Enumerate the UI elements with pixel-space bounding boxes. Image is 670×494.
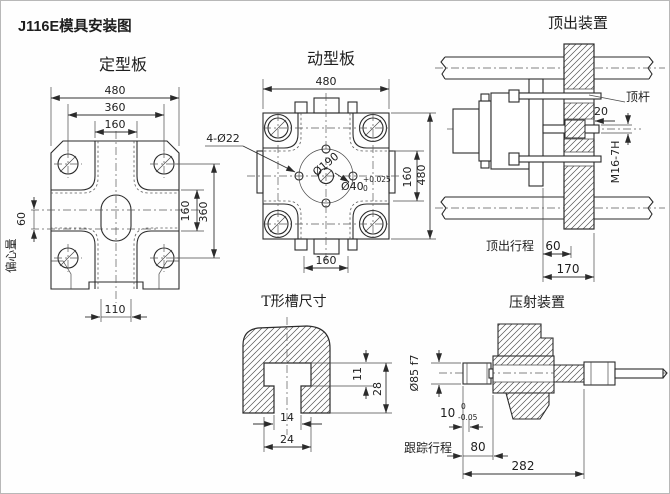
moving-plate-tslot-channels — [263, 113, 389, 239]
dim-160-bottom-moving: 160 — [316, 254, 337, 267]
fit-tolerance-upper: 0 — [461, 402, 466, 411]
t-slot-block — [242, 325, 331, 414]
fixed-plate-dimensions: 480 360 160 160 360 60 偏心量 110 — [4, 84, 220, 322]
plunger-diameter-label: Ø85 f7 — [408, 354, 421, 391]
dim-28-depth: 28 — [371, 382, 384, 396]
moving-plate-dimensions: 480 160 480 160 — [262, 75, 436, 273]
dim-110-bottom: 110 — [105, 303, 126, 316]
dim-160-top: 160 — [105, 118, 126, 131]
dim-10-fit: 10 — [440, 406, 455, 420]
t-slot-dimensions: 11 28 14 24 — [253, 350, 392, 452]
dim-60-stroke: 60 — [545, 239, 560, 253]
holes-4xd22-label: 4-Ø22 — [206, 132, 240, 145]
dim-80-stroke: 80 — [470, 440, 485, 454]
tracking-stroke-label: 跟踪行程 — [404, 440, 452, 455]
fixed-plate-view: 定型板 — [4, 55, 220, 322]
injection-assembly — [462, 323, 668, 420]
dim-160-right: 160 — [179, 201, 192, 222]
ejector-cylinder-assembly — [452, 78, 602, 187]
dim-11-lip: 11 — [351, 367, 364, 381]
bore-tolerance-lower: 0 — [363, 184, 368, 193]
dim-480-top-moving: 480 — [316, 75, 337, 88]
fit-tolerance-lower: -0.05 — [458, 413, 478, 422]
dim-160-right-moving: 160 — [401, 167, 414, 188]
moving-plate-bolt-circle — [294, 144, 358, 208]
page-title: J116E模具安装图 — [18, 17, 132, 35]
injection-dimensions: Ø85 f7 10 0 -0.05 跟踪行程 80 282 — [404, 350, 585, 479]
dim-14-neck: 14 — [280, 411, 294, 424]
dim-360-top: 360 — [105, 101, 126, 114]
dim-170: 170 — [557, 262, 580, 276]
bore-d40-label: Ø40 — [341, 180, 364, 193]
injection-title: 压射装置 — [509, 295, 565, 311]
ejection-stroke-label: 顶出行程 — [486, 238, 534, 253]
fixed-plate-centerlines — [31, 131, 199, 303]
dim-480-right-moving: 480 — [415, 165, 428, 186]
dim-60-eccentric: 60 — [15, 212, 28, 226]
ejector-tie-bars — [435, 56, 665, 220]
dim-480-top: 480 — [105, 84, 126, 97]
ejector-labels-dims: 顶杆 20 M16-7H 顶出行程 60 170 — [486, 90, 650, 282]
fixed-plate-title: 定型板 — [99, 55, 147, 74]
dim-360-right: 360 — [197, 202, 210, 223]
injection-view: 压射装置 Ø85 f7 10 0 -0.05 — [404, 295, 668, 479]
fixed-plate-tslot-channels — [51, 141, 179, 289]
moving-plate-centerlines — [247, 93, 405, 261]
moving-plate-view: 动型板 — [205, 49, 436, 273]
thread-m16-label: M16-7H — [609, 141, 622, 184]
fixed-plate-bottom-notches — [51, 260, 179, 289]
t-slot-view: T形槽尺寸 11 28 14 24 — [242, 294, 392, 452]
dim-20-protrusion: 20 — [594, 105, 608, 118]
fixed-plate-outline — [50, 140, 180, 290]
dim-24-width: 24 — [280, 433, 294, 446]
ejector-view: 顶出装置 — [435, 14, 665, 282]
t-slot-title: T形槽尺寸 — [261, 294, 326, 310]
fixed-plate-corner-holes — [54, 150, 178, 272]
ejector-rod-label: 顶杆 — [626, 90, 650, 104]
ejector-title: 顶出装置 — [548, 14, 608, 32]
eccentricity-label: 偏心量 — [4, 239, 18, 274]
moving-plate-labels: 4-Ø22 Ø190 Ø40 +0.025 0 — [205, 132, 391, 193]
moving-plate-title: 动型板 — [307, 49, 355, 68]
bore-tolerance-upper: +0.025 — [363, 175, 391, 184]
dim-282-overall: 282 — [512, 459, 535, 473]
